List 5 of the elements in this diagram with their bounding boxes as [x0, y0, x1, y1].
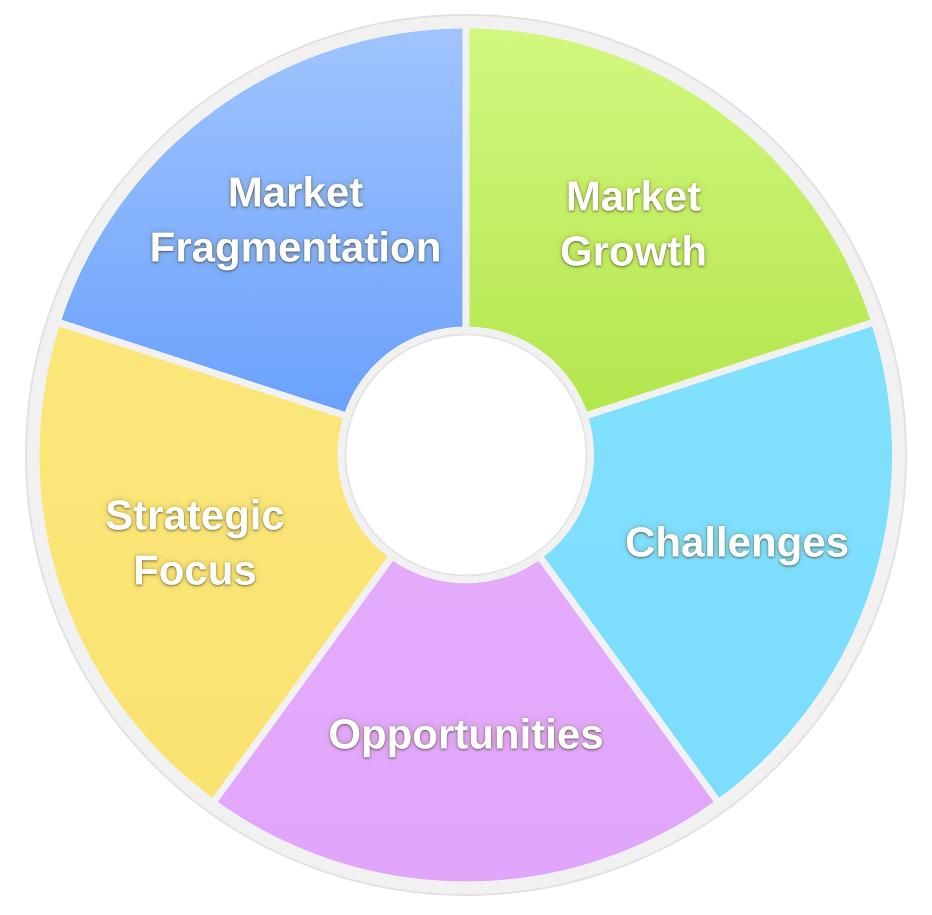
segment-label: Strategic Focus — [104, 490, 286, 596]
segment-label: Challenges — [624, 518, 850, 568]
segment-label: Opportunities — [327, 710, 605, 760]
segment-label: Market Growth — [559, 172, 708, 276]
segment-label: Market Fragmentation — [148, 168, 442, 272]
